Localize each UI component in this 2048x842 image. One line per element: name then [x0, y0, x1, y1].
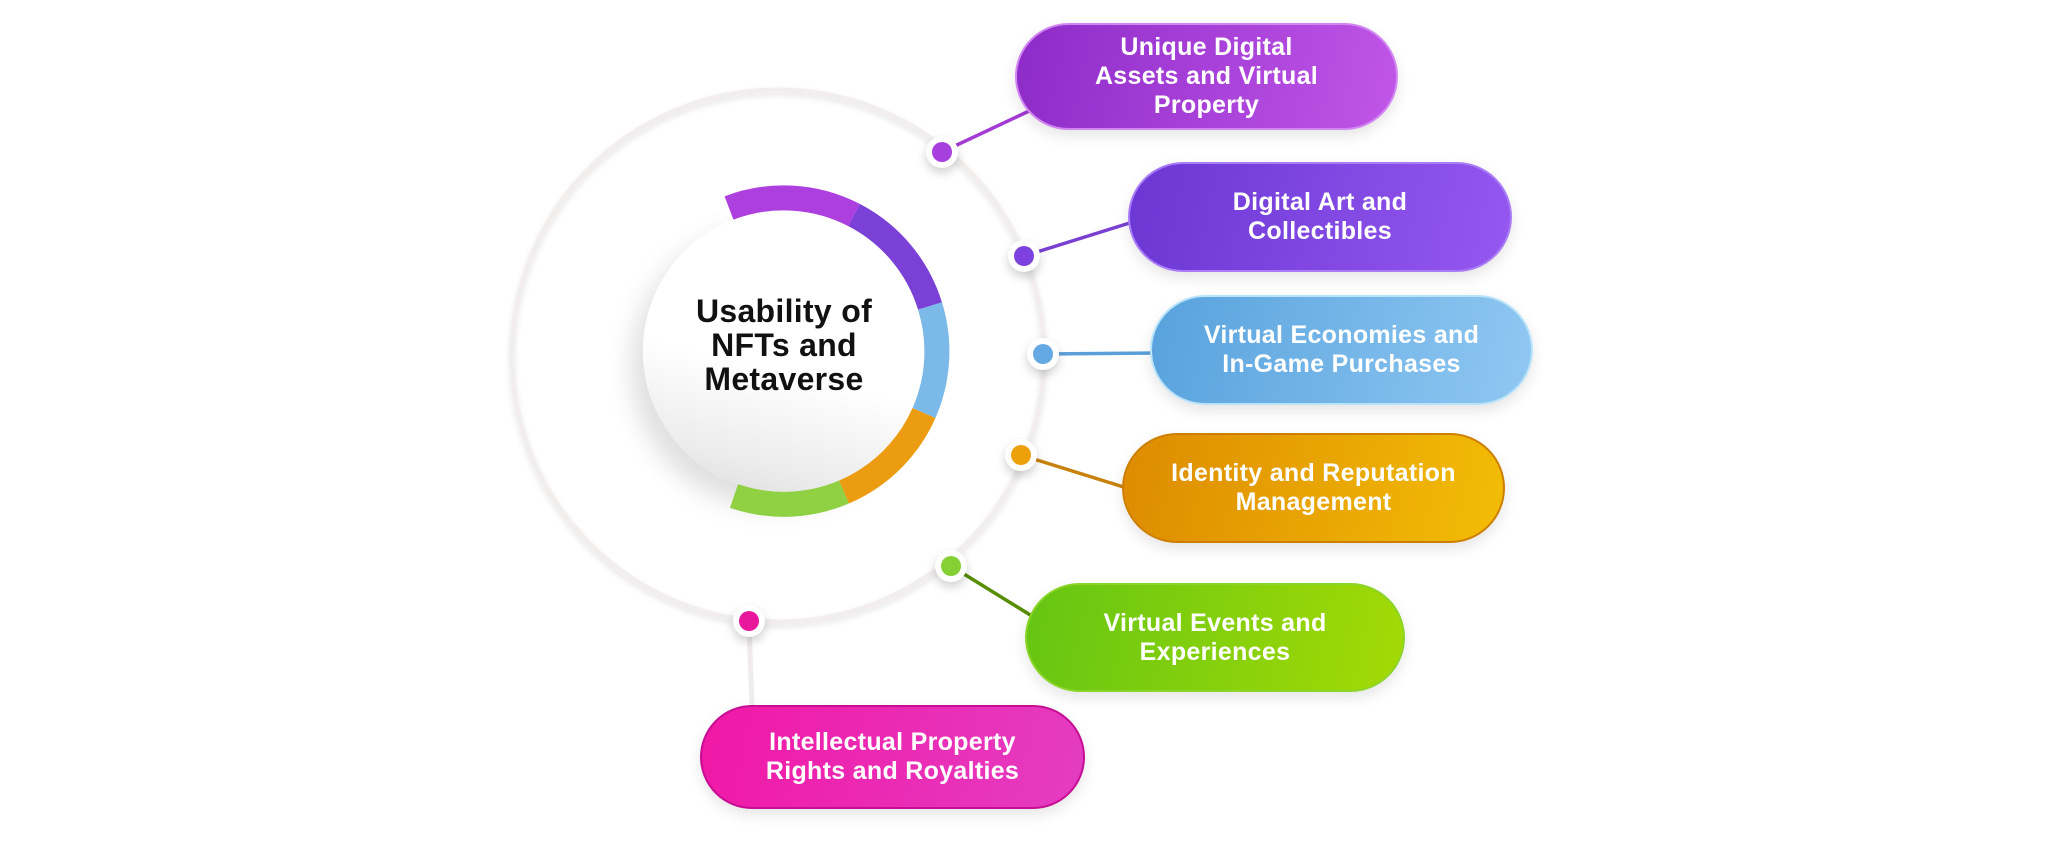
node-4 — [1005, 439, 1037, 471]
node-6 — [733, 605, 765, 637]
connector-2 — [1023, 219, 1137, 258]
connector-3 — [1042, 351, 1161, 356]
node-1 — [926, 136, 958, 168]
arc-segment-1 — [724, 185, 860, 227]
connector-1 — [941, 102, 1045, 154]
pill-1: Unique Digital Assets and Virtual Proper… — [1015, 23, 1398, 130]
pill-3-label: Virtual Economies and In-Game Purchases — [1203, 321, 1480, 378]
pill-2: Digital Art and Collectibles — [1128, 162, 1512, 272]
hub-title: Usability of NFTs and Metaverse — [695, 293, 873, 397]
pill-6: Intellectual Property Rights and Royalti… — [700, 705, 1085, 809]
node-3 — [1027, 338, 1059, 370]
pill-4: Identity and Reputation Management — [1122, 433, 1505, 543]
pill-5: Virtual Events and Experiences — [1025, 583, 1405, 692]
node-dot-4 — [1011, 445, 1031, 465]
node-dot-5 — [941, 556, 961, 576]
arc-segment-5 — [729, 480, 849, 517]
node-dot-3 — [1033, 344, 1053, 364]
pill-6-label: Intellectual Property Rights and Royalti… — [765, 728, 1020, 785]
pill-3: Virtual Economies and In-Game Purchases — [1150, 295, 1533, 405]
node-5 — [935, 550, 967, 582]
connector-5 — [950, 564, 1041, 623]
arc-segment-2 — [847, 203, 942, 310]
node-dot-6 — [739, 611, 759, 631]
pill-2-label: Digital Art and Collectibles — [1232, 188, 1408, 245]
pill-1-label: Unique Digital Assets and Virtual Proper… — [1094, 33, 1319, 119]
node-dot-2 — [1014, 246, 1034, 266]
arc-segment-4 — [838, 407, 936, 504]
node-2 — [1008, 240, 1040, 272]
pill-4-label: Identity and Reputation Management — [1171, 459, 1456, 516]
pill-5-label: Virtual Events and Experiences — [1103, 608, 1327, 666]
arc-segment-3 — [912, 302, 950, 419]
node-dot-1 — [932, 142, 952, 162]
hub-disc — [643, 210, 925, 492]
connector-4 — [1020, 453, 1131, 491]
